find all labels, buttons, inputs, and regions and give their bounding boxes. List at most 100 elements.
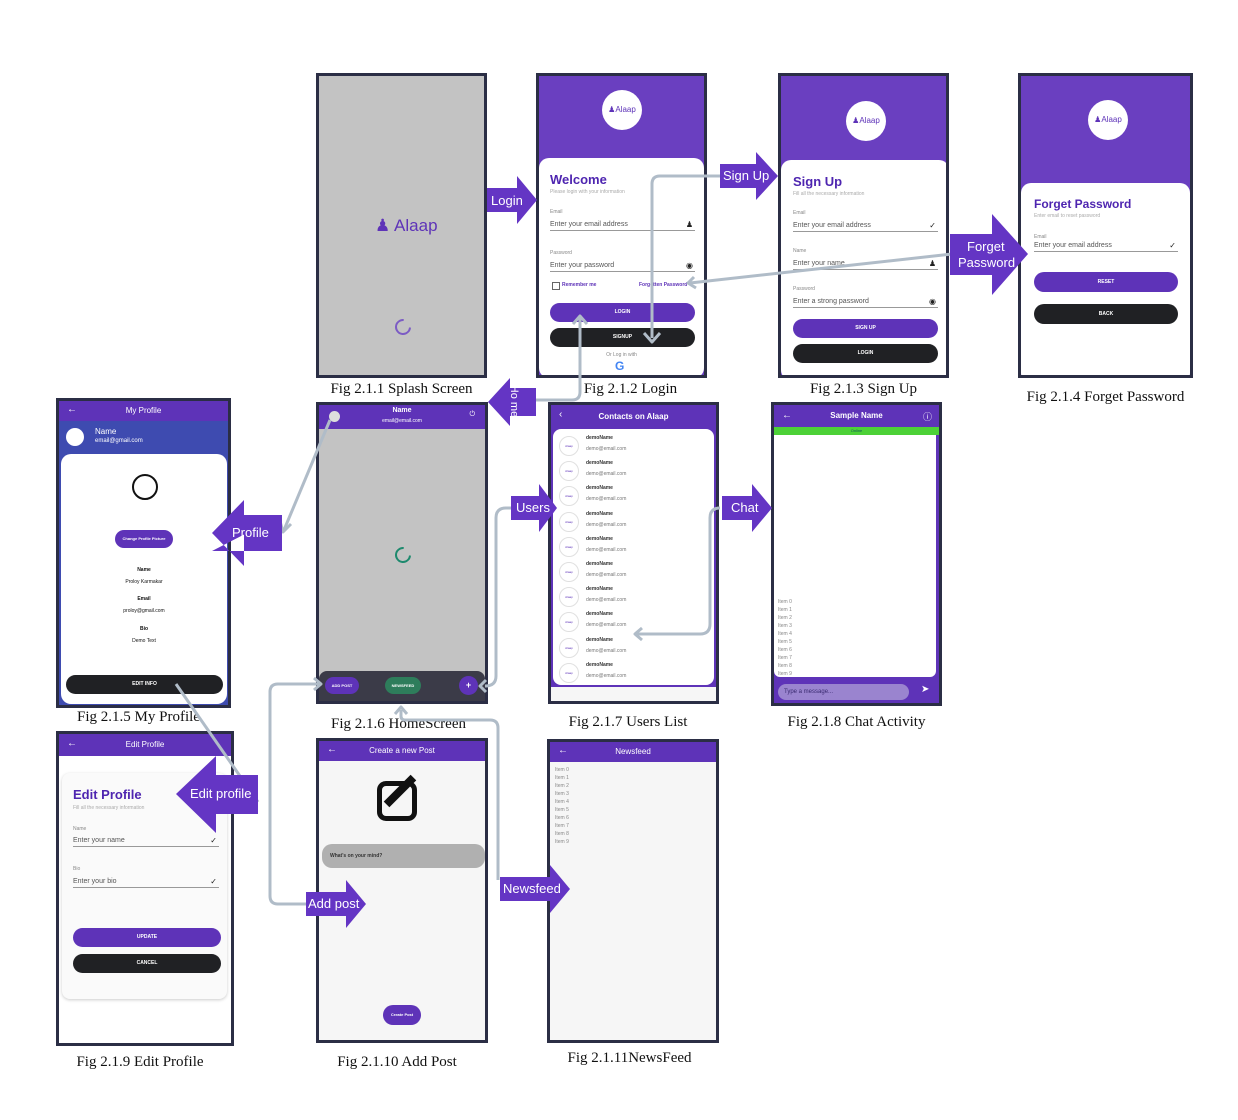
- left-arrow-shape: [212, 500, 282, 566]
- contact-email: demo@email.com: [586, 446, 627, 452]
- eye-icon[interactable]: ◉: [686, 261, 693, 270]
- person-icon: ♟: [928, 259, 936, 268]
- email-label: Email: [793, 210, 806, 216]
- signup-subtitle: Fill all the necessary information: [793, 191, 865, 197]
- password-label: Password: [550, 250, 572, 256]
- google-icon[interactable]: G: [615, 359, 625, 373]
- app-logo: ♟Alaap: [602, 90, 642, 130]
- splash-app-name: Alaap: [394, 216, 438, 235]
- email-placeholder: Enter your email address: [550, 221, 628, 228]
- signup-card: Sign Up Fill all the necessary informati…: [781, 160, 946, 375]
- eye-icon[interactable]: ◉: [929, 297, 936, 306]
- send-icon[interactable]: ➤: [921, 684, 930, 695]
- edit-icon: [377, 774, 417, 821]
- add-post-button[interactable]: ADD POST: [325, 677, 359, 694]
- check-icon: ✓: [210, 836, 217, 845]
- contact-avatar: Alaap: [559, 587, 579, 608]
- arrow-home-label: Ho me: [508, 384, 521, 418]
- power-icon[interactable]: ⏻: [469, 411, 475, 418]
- add-fab-button[interactable]: +: [459, 676, 478, 695]
- arrow-users-label: Users: [516, 500, 550, 515]
- header-avatar: [66, 428, 84, 446]
- connector-arrowhead: [393, 705, 409, 715]
- signup-title: Sign Up: [793, 174, 843, 189]
- update-button[interactable]: UPDATE: [73, 928, 221, 947]
- back-button[interactable]: BACK: [1034, 304, 1178, 324]
- login-card: Welcome Please login with your informati…: [539, 158, 704, 375]
- name-field[interactable]: Enter your name✓: [73, 836, 219, 847]
- message-input[interactable]: Type a message...: [778, 684, 909, 700]
- remember-checkbox[interactable]: [552, 282, 560, 290]
- email-field[interactable]: Enter your email address✓: [1034, 241, 1178, 252]
- connector-login-to-home: [536, 318, 582, 402]
- arrow-add-post-label: Add post: [308, 896, 360, 911]
- back-arrow-icon[interactable]: ←: [67, 404, 77, 415]
- right-arrow-shape: [950, 214, 1028, 295]
- bio-value: Demo Text: [132, 638, 156, 644]
- arrow-chat-label: Chat: [731, 500, 759, 515]
- connector-newsfeed: [399, 710, 500, 880]
- back-arrow-icon[interactable]: ←: [67, 738, 77, 749]
- contact-avatar: Alaap: [559, 662, 579, 683]
- caption-splash: Fig 2.1.1 Splash Screen: [330, 381, 473, 397]
- chat-item: Item 6: [778, 647, 792, 653]
- login-button[interactable]: LOGIN: [550, 303, 695, 322]
- caption-newsfeed: Fig 2.1.11NewsFeed: [567, 1050, 692, 1066]
- edit-subtitle: Fill all the necessary information: [73, 805, 145, 811]
- feed-item: Item 6: [555, 815, 569, 821]
- name-label: Name: [793, 248, 807, 254]
- contact-name: demoName: [586, 535, 613, 542]
- contact-email: demo@email.com: [586, 546, 627, 553]
- email-field[interactable]: Enter your email address✓: [793, 221, 938, 232]
- connector-arrowhead: [642, 332, 662, 344]
- newsfeed-button[interactable]: NEWSFEED: [385, 677, 421, 694]
- bio-field[interactable]: Enter your bio✓: [73, 877, 219, 888]
- signup-button[interactable]: SIGN UP: [793, 319, 938, 338]
- password-field[interactable]: Enter a strong password◉: [793, 297, 938, 308]
- users-bottom: [551, 687, 716, 701]
- change-picture-button[interactable]: Change Profile Picture: [115, 530, 173, 548]
- email-label: Email: [550, 209, 563, 215]
- create-post-button[interactable]: Create Post: [383, 1005, 421, 1025]
- back-arrow-icon[interactable]: ←: [327, 744, 337, 755]
- email-field[interactable]: Enter your email address♟: [550, 220, 695, 231]
- reset-button[interactable]: RESET: [1034, 272, 1178, 292]
- post-input[interactable]: What's on your mind?: [322, 844, 485, 868]
- password-field[interactable]: Enter your password◉: [550, 261, 695, 272]
- connector-arrowhead: [633, 626, 643, 642]
- home-avatar[interactable]: [329, 411, 340, 422]
- arrow-forget-label-2: Password: [958, 255, 1016, 270]
- arrow-add-post: Add post: [306, 880, 366, 928]
- login-button[interactable]: LOGIN: [793, 344, 938, 363]
- cancel-button[interactable]: CANCEL: [73, 954, 221, 973]
- users-appbar-title: Contacts on Alaap: [598, 412, 669, 421]
- info-icon[interactable]: ⓘ: [922, 412, 932, 422]
- edit-profile-screen: ←Edit Profile Edit Profile Fill all the …: [56, 731, 234, 1046]
- feed-item: Item 3: [555, 791, 569, 797]
- contact-name: demoName: [586, 661, 613, 668]
- back-arrow-icon[interactable]: ‹: [559, 409, 563, 420]
- name-field[interactable]: Enter your name♟: [793, 259, 938, 270]
- profile-appbar: ←My Profile: [59, 401, 228, 421]
- forget-password-screen: ♟Alaap Forget Password Enter email to re…: [1018, 73, 1193, 378]
- feed-item: Item 8: [555, 831, 569, 837]
- person-icon: ♟: [1094, 115, 1102, 124]
- forgot-password-link[interactable]: Forgotten Password: [639, 282, 688, 288]
- back-arrow-icon[interactable]: ←: [782, 410, 792, 421]
- caption-forget: Fig 2.1.4 Forget Password: [1026, 389, 1185, 405]
- back-arrow-icon[interactable]: ←: [558, 745, 568, 756]
- edit-info-button[interactable]: EDIT INFO: [66, 675, 223, 694]
